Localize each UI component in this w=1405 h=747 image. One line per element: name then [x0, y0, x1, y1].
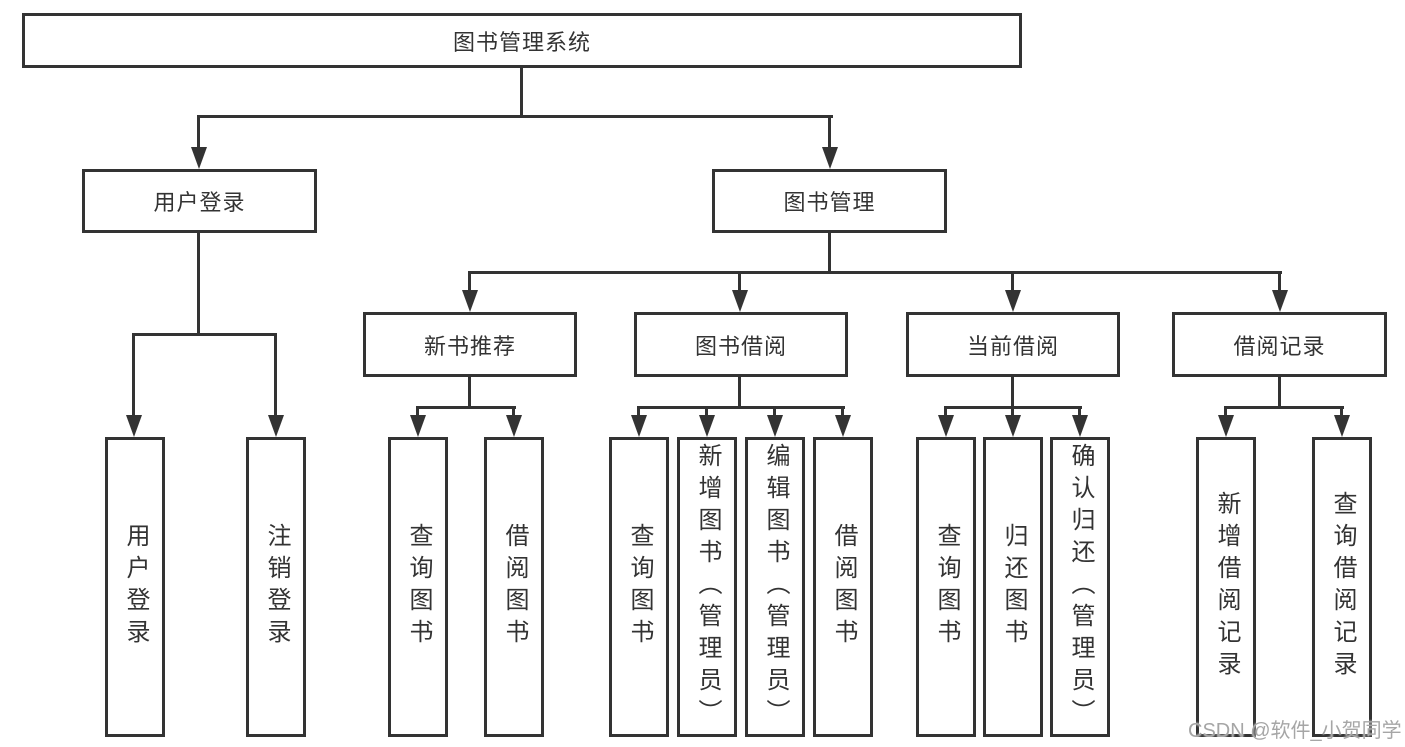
leaf-add-books-admin: 新增图书（管理员）: [677, 437, 737, 737]
connector-to-borrow: [738, 271, 741, 293]
leaf-add-borrow-record: 新增借阅记录: [1196, 437, 1256, 737]
connector-record-split: [1224, 406, 1344, 409]
connector-to-new-rec: [468, 271, 471, 293]
connector-new-rec-split: [416, 406, 516, 409]
leaf-add-borrow-record-label: 新增借阅记录: [1213, 491, 1240, 683]
arrowhead-current: [1005, 290, 1021, 312]
leaf-logout: 注销登录: [246, 437, 306, 737]
node-user-login-branch: 用户登录: [82, 169, 317, 233]
connector-current-stem: [1011, 377, 1014, 408]
leaf-confirm-return-admin: 确认归还（管理员）: [1050, 437, 1110, 737]
connector-to-leaf-logout: [274, 333, 277, 419]
arrowhead-current-c1: [938, 415, 954, 437]
node-borrow-record: 借阅记录: [1172, 312, 1387, 377]
node-current-borrow: 当前借阅: [906, 312, 1120, 377]
node-book-borrow-label: 图书借阅: [694, 333, 787, 359]
leaf-borrow-books-label: 借阅图书: [830, 523, 857, 651]
leaf-query-books-current: 查询图书: [916, 437, 976, 737]
arrowhead-record-c1: [1218, 415, 1234, 437]
arrowhead-borrow-c3: [767, 415, 783, 437]
node-root-label: 图书管理系统: [452, 29, 591, 55]
leaf-user-login: 用户登录: [105, 437, 165, 737]
arrowhead-new-rec: [462, 290, 478, 312]
node-book-mgmt-branch-label: 图书管理: [783, 190, 876, 215]
node-borrow-record-label: 借阅记录: [1233, 333, 1326, 359]
connector-current-c2: [1011, 406, 1014, 418]
connector-new-rec-c1: [416, 406, 419, 418]
connector-to-book-mgmt: [828, 115, 831, 151]
connector-book-mgmt-split: [468, 271, 1282, 274]
leaf-logout-label: 注销登录: [263, 523, 290, 651]
arrowhead-record-c2: [1334, 415, 1350, 437]
arrowhead-new-rec-c2: [506, 415, 522, 437]
leaf-query-borrow-record-label: 查询借阅记录: [1329, 491, 1356, 683]
leaf-query-books-current-label: 查询图书: [933, 523, 960, 651]
connector-record-stem: [1278, 377, 1281, 408]
node-book-borrow: 图书借阅: [634, 312, 848, 377]
connector-record-c2: [1340, 406, 1343, 418]
connector-borrow-split: [637, 406, 845, 409]
node-book-mgmt-branch: 图书管理: [712, 169, 947, 233]
node-root: 图书管理系统: [22, 13, 1022, 68]
connector-user-login-stem: [197, 233, 200, 335]
leaf-borrow-books-rec: 借阅图书: [484, 437, 544, 737]
leaf-confirm-return-admin-label: 确认归还（管理员）: [1067, 443, 1094, 731]
arrowhead-current-c3: [1072, 415, 1088, 437]
connector-book-mgmt-stem: [828, 233, 831, 273]
leaf-borrow-books-rec-label: 借阅图书: [501, 523, 528, 651]
arrowhead-borrow-c1: [631, 415, 647, 437]
arrowhead-borrow-c4: [835, 415, 851, 437]
leaf-edit-books-admin: 编辑图书（管理员）: [745, 437, 805, 737]
connector-to-current: [1011, 271, 1014, 293]
node-new-book-rec-label: 新书推荐: [423, 333, 516, 359]
connector-root-stem: [520, 68, 523, 117]
connector-new-rec-stem: [468, 377, 471, 408]
connector-new-rec-c2: [512, 406, 515, 418]
leaf-return-books: 归还图书: [983, 437, 1043, 737]
node-current-borrow-label: 当前借阅: [966, 333, 1059, 359]
arrowhead-leaf-login: [126, 415, 142, 437]
connector-borrow-c3: [773, 406, 776, 418]
leaf-query-books-rec-label: 查询图书: [405, 523, 432, 651]
arrowhead-borrow: [732, 290, 748, 312]
connector-record-c1: [1224, 406, 1227, 418]
arrowhead-record: [1272, 290, 1288, 312]
connector-root-split: [197, 115, 833, 118]
arrowhead-new-rec-c1: [410, 415, 426, 437]
watermark: CSDN @软件_小贺同学: [1188, 720, 1402, 742]
arrowhead-book-mgmt: [822, 147, 838, 169]
leaf-query-books-borrow: 查询图书: [609, 437, 669, 737]
leaf-query-books-borrow-label: 查询图书: [626, 523, 653, 651]
leaf-query-borrow-record: 查询借阅记录: [1312, 437, 1372, 737]
connector-current-c3: [1078, 406, 1081, 418]
arrowhead-user-login: [191, 147, 207, 169]
leaf-return-books-label: 归还图书: [1000, 523, 1027, 651]
node-new-book-rec: 新书推荐: [363, 312, 577, 377]
arrowhead-current-c2: [1005, 415, 1021, 437]
connector-borrow-c4: [841, 406, 844, 418]
leaf-borrow-books: 借阅图书: [813, 437, 873, 737]
connector-current-c1: [944, 406, 947, 418]
arrowhead-borrow-c2: [699, 415, 715, 437]
node-user-login-branch-label: 用户登录: [153, 190, 246, 215]
leaf-add-books-admin-label: 新增图书（管理员）: [694, 443, 721, 731]
connector-to-user-login: [197, 115, 200, 151]
connector-to-leaf-login: [132, 333, 135, 419]
connector-to-record: [1278, 271, 1281, 293]
leaf-query-books-rec: 查询图书: [388, 437, 448, 737]
arrowhead-leaf-logout: [268, 415, 284, 437]
connector-borrow-c1: [637, 406, 640, 418]
connector-borrow-stem: [738, 377, 741, 408]
leaf-user-login-label: 用户登录: [122, 523, 149, 651]
leaf-edit-books-admin-label: 编辑图书（管理员）: [762, 443, 789, 731]
connector-borrow-c2: [705, 406, 708, 418]
connector-user-login-split: [132, 333, 277, 336]
